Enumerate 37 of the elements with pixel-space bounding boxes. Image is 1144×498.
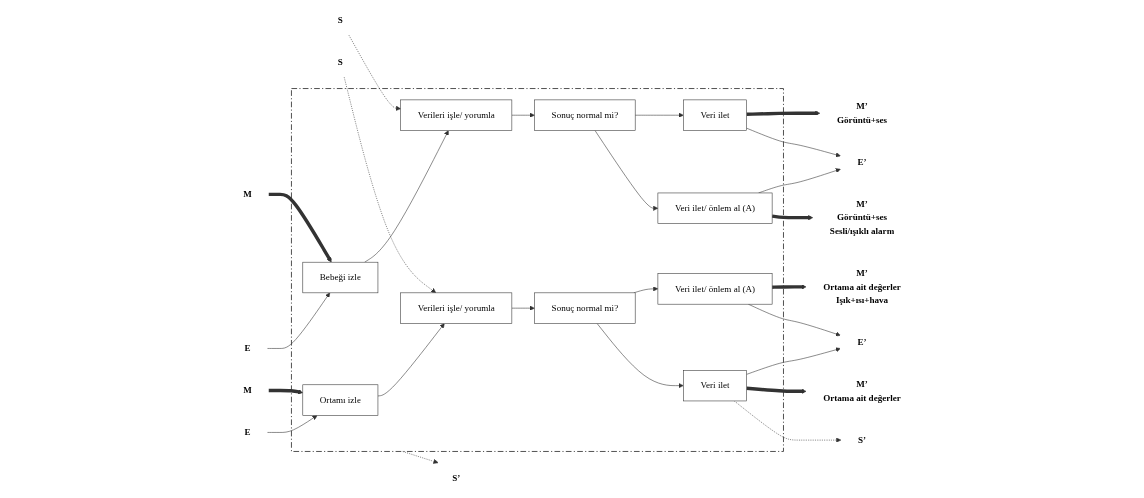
node-box: Verileri işle/ yorumla xyxy=(400,99,513,131)
node-box: Sonuç normal mi? xyxy=(534,292,636,324)
arrow xyxy=(746,110,821,116)
node-label: Işık+ısı+hava xyxy=(835,295,889,306)
node-text: S xyxy=(337,14,343,25)
arrow xyxy=(746,386,807,394)
node-label: Ortama ait değerler xyxy=(823,281,901,292)
arrow xyxy=(771,214,814,221)
node-text: M’ xyxy=(856,379,868,390)
node-text: M xyxy=(243,189,252,199)
node-text: E xyxy=(244,343,251,353)
node-label: Sesli/ışıklı alarm xyxy=(829,226,895,236)
node-box: Sonuç normal mi? xyxy=(534,99,636,131)
node-box: Veri ilet xyxy=(683,99,747,131)
node-text: E xyxy=(244,427,251,437)
node-box: Veri ilet/ önlem al (A) xyxy=(657,273,773,305)
node-text: S’ xyxy=(858,435,867,445)
node-text: M’ xyxy=(856,268,868,278)
arrow xyxy=(268,192,332,263)
node-text: E’ xyxy=(857,156,867,167)
node-text: S’ xyxy=(452,473,461,483)
node-box: Bebeği izle xyxy=(302,261,379,294)
node-text: E’ xyxy=(857,337,867,348)
node-text: M’ xyxy=(856,198,868,209)
cluster xyxy=(291,88,784,452)
node-box: Veri ilet/ önlem al (A) xyxy=(657,192,773,224)
node-box: Verileri işle/ yorumla xyxy=(400,292,513,324)
node-box: Ortamı izle xyxy=(302,384,379,416)
arrow xyxy=(772,284,807,290)
node-text: S xyxy=(337,56,343,67)
node-text: M’ xyxy=(856,101,868,111)
node-label: Görüntü+ses xyxy=(836,212,888,223)
node-text: M xyxy=(243,385,252,395)
node-label: Görüntü+ses xyxy=(836,114,888,125)
arrow xyxy=(268,388,303,395)
node-box: Veri ilet xyxy=(683,370,747,402)
node-label: Ortama ait değerler xyxy=(823,393,901,403)
